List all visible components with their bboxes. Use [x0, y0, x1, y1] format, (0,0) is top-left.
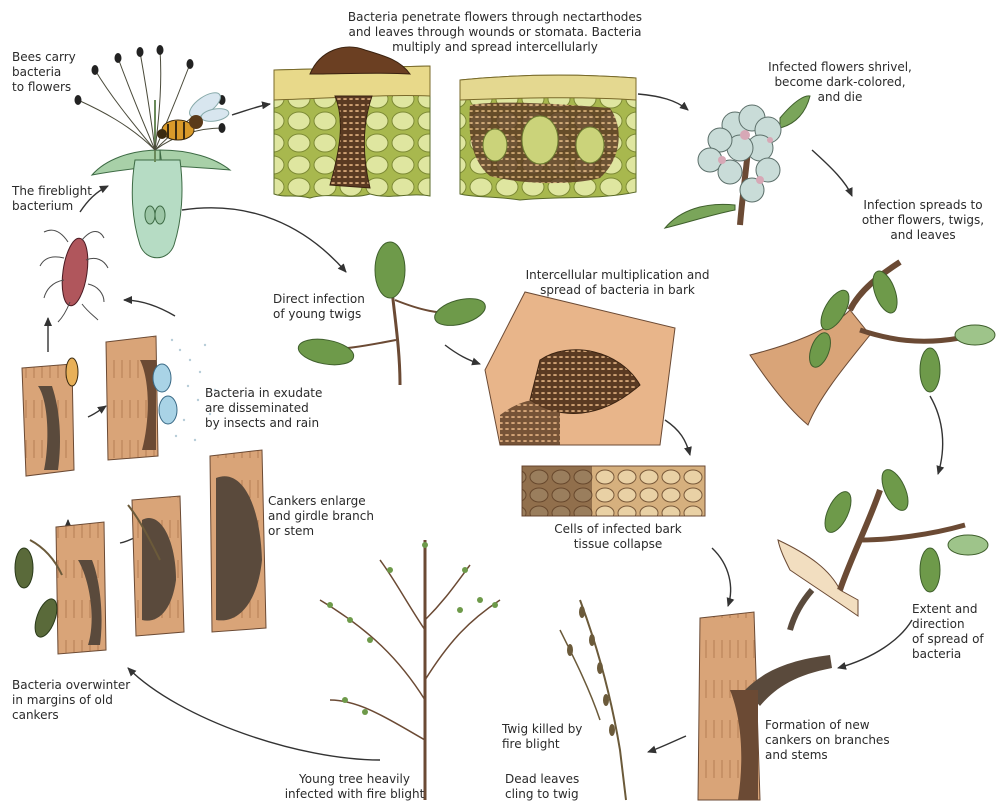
- label-bacteria-penetrate: Bacteria penetrate flowers through necta…: [320, 10, 670, 55]
- stem-with-new-canker: [698, 590, 832, 800]
- fireblight-bacterium-illustration: [40, 230, 108, 322]
- infected-tissue-section-2: [460, 75, 636, 200]
- flower-cross-section-illustration: [75, 45, 231, 258]
- label-overwinter: Bacteria overwinter in margins of old ca…: [12, 678, 130, 723]
- infected-flower-cluster: [665, 96, 810, 228]
- label-direct-infection: Direct infection of young twigs: [273, 292, 365, 322]
- label-twig-killed: Twig killed by fire blight: [502, 722, 582, 752]
- twig-killed-illustration: [560, 600, 626, 800]
- label-young-tree: Young tree heavily infected with fire bl…: [262, 772, 447, 802]
- young-tree-illustration: [320, 540, 500, 800]
- label-cankers-enlarge: Cankers enlarge and girdle branch or ste…: [268, 494, 374, 539]
- stem-with-exudate: [22, 336, 216, 476]
- label-extent-direction: Extent and direction of spread of bacter…: [912, 602, 984, 662]
- bee-illustration: [157, 88, 230, 140]
- overwintering-canker-stems: [15, 450, 266, 654]
- label-dead-leaves: Dead leaves cling to twig: [505, 772, 579, 802]
- bark-tissue-cells: [485, 292, 675, 445]
- label-infection-spreads: Infection spreads to other flowers, twig…: [848, 198, 998, 243]
- label-flowers-shrivel: Infected flowers shrivel, become dark-co…: [760, 60, 920, 105]
- label-intercellular-bark: Intercellular multiplication and spread …: [510, 268, 725, 298]
- label-exudate: Bacteria in exudate are disseminated by …: [205, 386, 322, 431]
- label-cells-collapse: Cells of infected bark tissue collapse: [528, 522, 708, 552]
- label-fireblight-bacterium: The fireblight bacterium: [12, 184, 92, 214]
- infected-branch-1: [750, 262, 995, 425]
- collapsed-bark-cells: [522, 466, 705, 516]
- infected-tissue-section-1: [274, 47, 430, 198]
- label-bees-carry: Bees carry bacteria to flowers: [12, 50, 76, 95]
- label-new-cankers: Formation of new cankers on branches and…: [765, 718, 890, 763]
